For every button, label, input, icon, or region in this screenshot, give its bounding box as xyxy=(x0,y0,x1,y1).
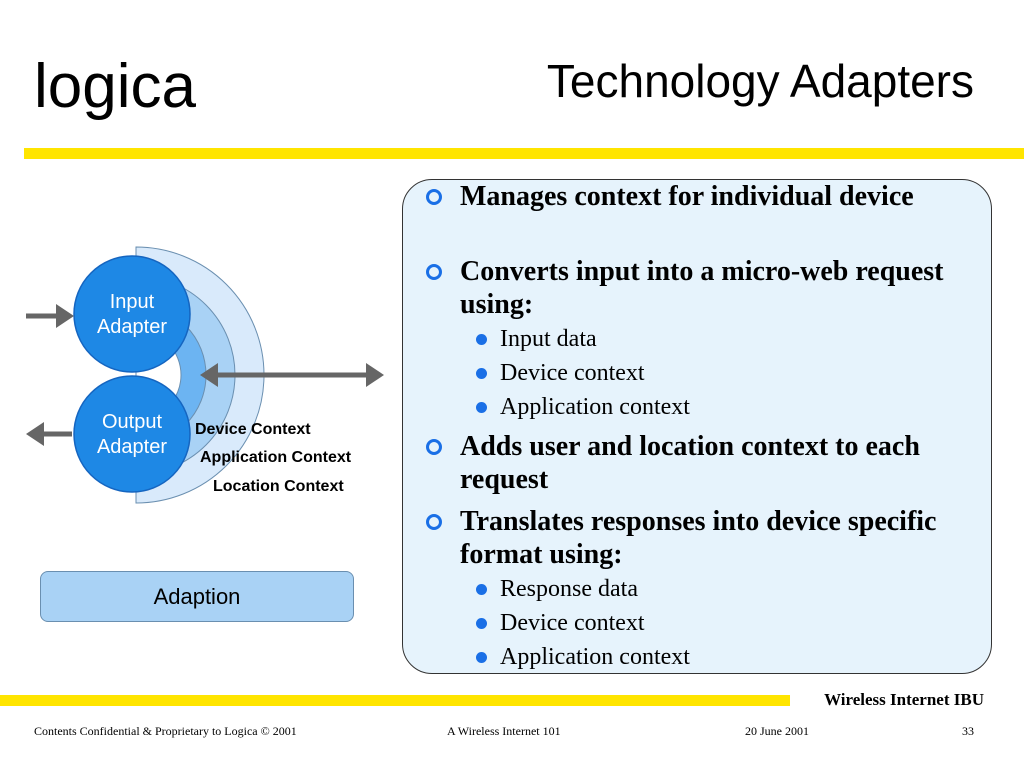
bullet-3: Adds user and location context to each r… xyxy=(426,430,960,496)
output-arrow xyxy=(26,422,72,446)
input-adapter-label: Input Adapter xyxy=(96,291,168,338)
bottom-divider xyxy=(0,695,790,706)
footer-confidential: Contents Confidential & Proprietary to L… xyxy=(34,724,297,738)
bullet-marker xyxy=(426,514,442,530)
ring-label-device: Device Context xyxy=(195,421,311,438)
footer-course: A Wireless Internet 101 xyxy=(447,724,561,738)
sub-bullet-4-1: Response data xyxy=(476,575,930,603)
brand-footer: Wireless Internet IBU xyxy=(824,690,984,709)
output-adapter-circle xyxy=(73,375,191,493)
footer-page-number: 33 xyxy=(962,724,974,738)
input-adapter-circle xyxy=(73,255,191,373)
logo: logica xyxy=(34,52,196,121)
sub-bullet-marker xyxy=(476,368,487,379)
slide-title: Technology Adapters xyxy=(546,55,974,107)
output-adapter-label: Output Adapter xyxy=(96,411,168,458)
sub-bullet-marker xyxy=(476,618,487,629)
bullet-marker xyxy=(426,264,442,280)
bullet-marker xyxy=(426,439,442,455)
bullet-marker xyxy=(426,189,442,205)
sub-bullet-marker xyxy=(476,402,487,413)
ring-label-location: Location Context xyxy=(213,478,344,495)
top-divider xyxy=(24,148,1024,159)
sub-bullet-4-2: Device context xyxy=(476,609,930,637)
sub-bullet-2-2: Device context xyxy=(476,359,930,387)
sub-bullet-marker xyxy=(476,652,487,663)
sub-bullet-marker xyxy=(476,334,487,345)
content-panel: Manages context for individual device Co… xyxy=(402,179,992,674)
sub-bullet-marker xyxy=(476,584,487,595)
bullet-1: Manages context for individual device xyxy=(426,180,960,213)
adapter-diagram xyxy=(26,246,384,504)
sub-bullet-2-1: Input data xyxy=(476,325,930,353)
footer-date: 20 June 2001 xyxy=(745,724,809,738)
bullet-4: Translates responses into device specifi… xyxy=(426,505,960,571)
adaption-box: Adaption xyxy=(40,571,354,622)
bullet-2: Converts input into a micro-web request … xyxy=(426,255,960,321)
sub-bullet-4-3: Application context xyxy=(476,643,930,671)
input-arrow xyxy=(26,304,74,328)
bidirectional-arrow xyxy=(200,363,384,387)
sub-bullet-2-3: Application context xyxy=(476,393,930,421)
ring-label-application: Application Context xyxy=(200,449,352,466)
